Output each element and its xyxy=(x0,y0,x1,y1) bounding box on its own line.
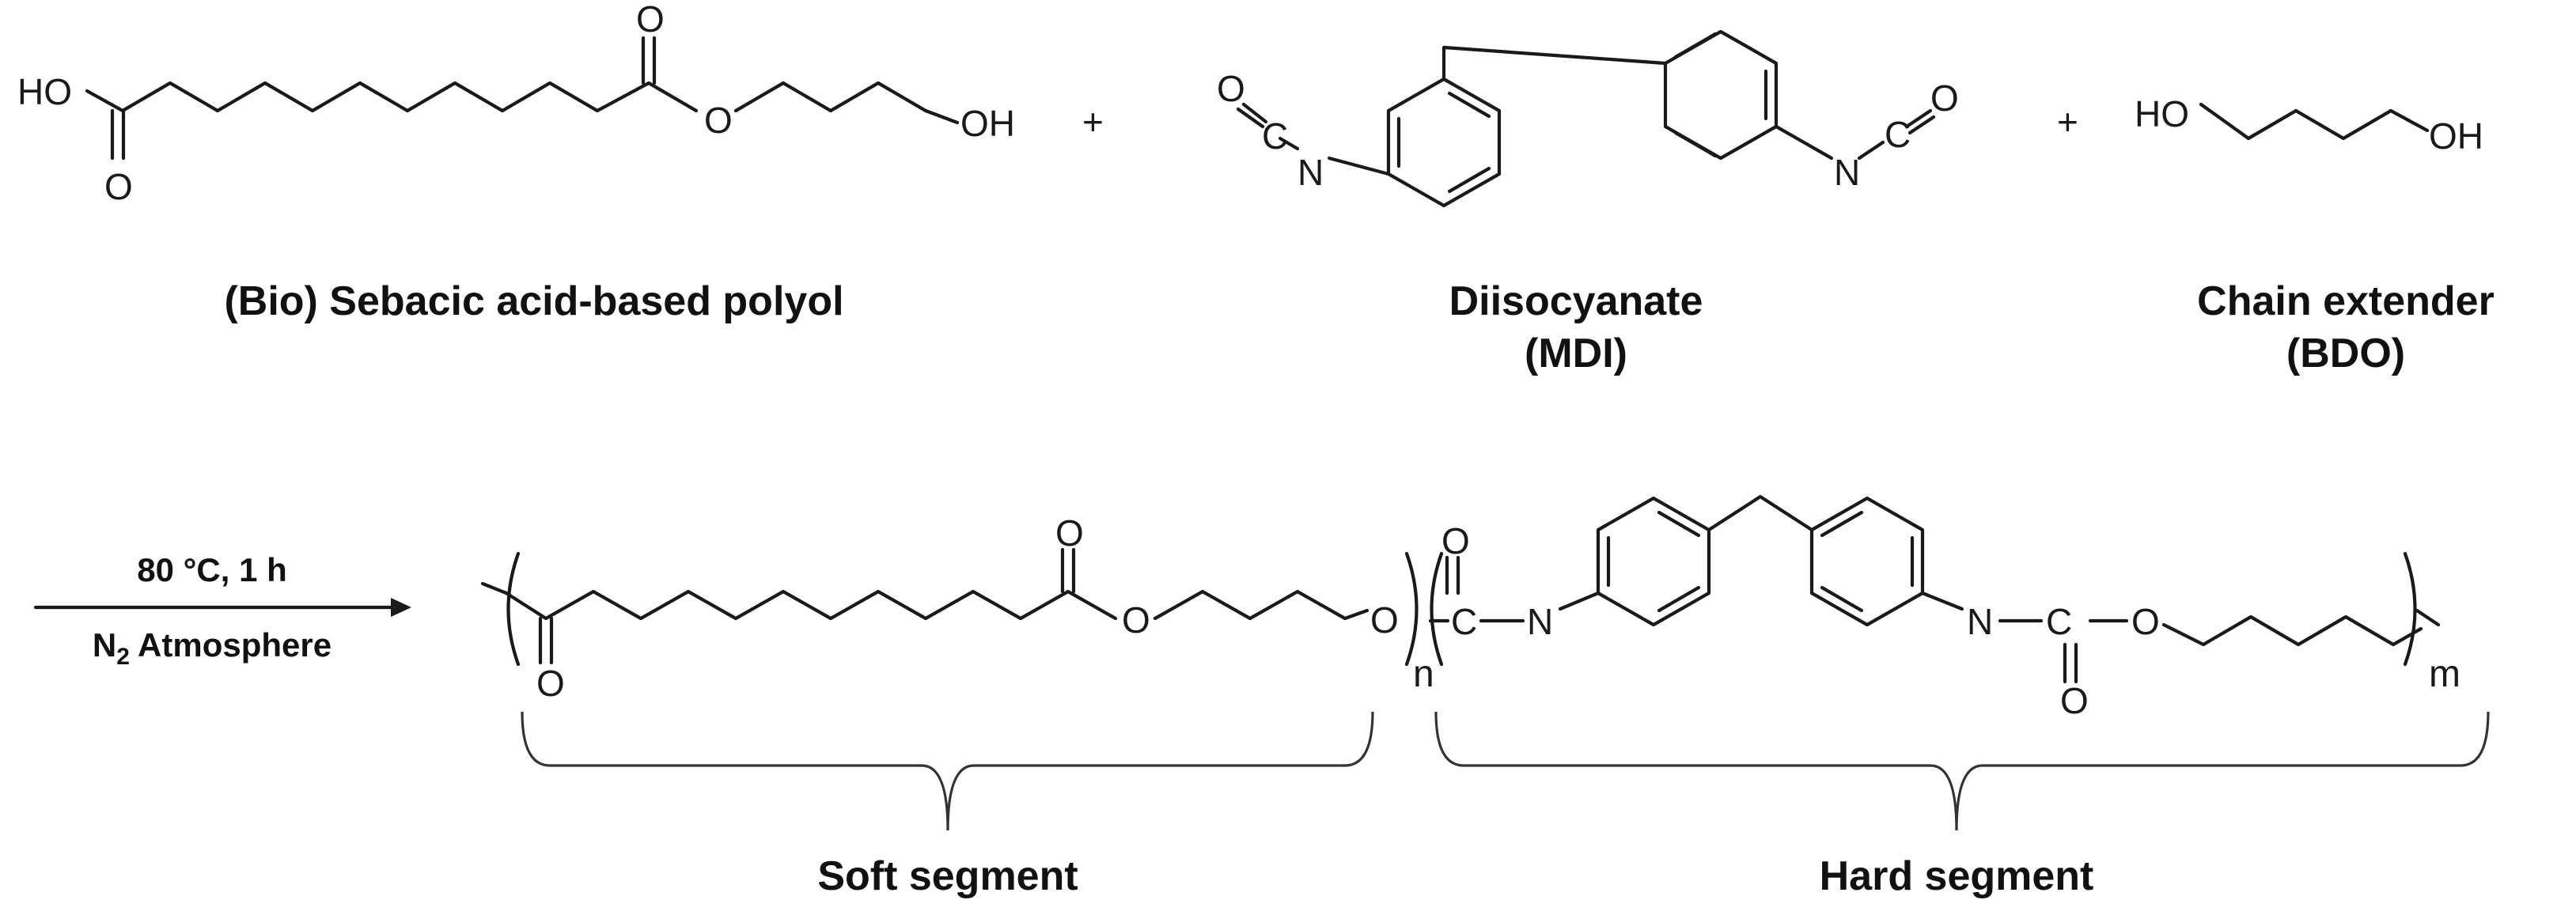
reaction-arrow-head xyxy=(391,598,411,617)
polyol-atom-ho: HO xyxy=(17,71,72,112)
mdi-left-ring-inner-bonds xyxy=(1396,91,1491,194)
soft-carbonyl-double-bond xyxy=(538,616,554,665)
polyol-atom-o-ketone: O xyxy=(636,0,665,40)
polyol-caption: (Bio) Sebacic acid-based polyol xyxy=(224,278,843,324)
mdi-right-isocyanate xyxy=(1774,108,1936,161)
hard-atom-n-right: N xyxy=(1967,601,1993,642)
hard-bdo-chain xyxy=(2161,614,2423,647)
hard-segment-brace xyxy=(1434,711,2490,831)
mdi-right-ring xyxy=(1663,29,1779,161)
mdi-atom-o-left: O xyxy=(1217,68,1245,109)
polyol-atom-o-ester: O xyxy=(704,100,733,141)
soft-right-paren xyxy=(1404,551,1419,667)
product-hard-segment: O C N N C O O m xyxy=(1428,494,2460,721)
hard-right-paren xyxy=(2403,551,2417,667)
soft-ester-chain xyxy=(1153,589,1369,621)
product-soft-segment: O O O O n xyxy=(480,512,1434,704)
bdo-chain xyxy=(2199,102,2430,141)
hard-atom-o-top: O xyxy=(1441,520,1470,561)
hard-left-paren xyxy=(1430,551,1444,667)
hard-methylene-bridge xyxy=(1707,494,1814,532)
polyol-ketone-double-bond xyxy=(641,36,657,85)
condition-temperature-time: 80 °C, 1 h xyxy=(137,551,287,588)
soft-start-bond xyxy=(480,581,509,596)
polyol-ester-chain xyxy=(733,81,960,125)
mdi-atom-c-left: C xyxy=(1262,115,1288,157)
soft-subscript-n: n xyxy=(1413,653,1434,695)
soft-left-paren xyxy=(506,551,521,667)
soft-atom-o-ester: O xyxy=(1122,599,1150,641)
polyol-acid-double-bond xyxy=(110,108,126,161)
hard-atom-c-left: C xyxy=(1451,601,1477,642)
bdo-caption: Chain extender xyxy=(2197,278,2495,324)
mdi-atom-n-left: N xyxy=(1297,152,1324,193)
mdi-atom-c-right: C xyxy=(1885,114,1911,155)
polyol-structure: HO O O O OH xyxy=(17,0,1015,207)
mdi-atom-o-right: O xyxy=(1930,78,1959,119)
bdo-structure: HO OH xyxy=(2135,93,2483,157)
hard-right-ring xyxy=(1809,496,1925,627)
condition-atmosphere: N2 Atmosphere xyxy=(93,626,331,670)
soft-atom-o-end: O xyxy=(1370,599,1399,641)
hard-atom-c-right: C xyxy=(2046,601,2072,642)
bdo-abbreviation: (BDO) xyxy=(2286,331,2405,376)
hard-atom-o-chain: O xyxy=(2131,601,2160,642)
hard-ring-to-n-right xyxy=(1920,591,1964,611)
soft-atom-o-ketone: O xyxy=(1055,512,1084,554)
hard-subscript-m: m xyxy=(2429,653,2460,695)
hard-n-to-ring-left xyxy=(1558,591,1601,611)
hard-end-bond xyxy=(2415,608,2441,627)
hard-atom-n-left: N xyxy=(1527,601,1553,642)
polyol-zigzag-backbone xyxy=(85,81,699,113)
mdi-methylene-bridge xyxy=(1441,45,1668,81)
hard-right-ring-inner-bonds xyxy=(1820,510,1915,613)
mdi-left-isocyanate xyxy=(1236,102,1391,176)
soft-segment-brace xyxy=(521,711,1374,831)
hard-atom-o-bottom: O xyxy=(2060,680,2089,721)
bdo-atom-oh: OH xyxy=(2429,115,2483,157)
hard-left-ring xyxy=(1596,496,1711,627)
polyol-atom-o-acid: O xyxy=(104,166,133,207)
soft-backbone xyxy=(504,589,1118,621)
hard-carbonyl-right-double-bond xyxy=(2063,642,2078,684)
polyol-atom-oh: OH xyxy=(960,103,1015,144)
plus-sign-1: + xyxy=(1082,101,1104,142)
soft-ketone-double-bond xyxy=(1060,547,1076,594)
mdi-left-ring xyxy=(1386,77,1502,208)
reaction-conditions: 80 °C, 1 h N2 Atmosphere xyxy=(33,551,411,670)
mdi-abbreviation: (MDI) xyxy=(1525,331,1627,376)
plus-sign-2: + xyxy=(2057,101,2078,142)
soft-segment-label: Soft segment xyxy=(817,853,1078,899)
bdo-atom-ho: HO xyxy=(2135,93,2189,134)
mdi-structure: O C N N C O xyxy=(1217,29,1959,208)
hard-left-ring-inner-bonds xyxy=(1606,510,1701,613)
mdi-caption: Diisocyanate xyxy=(1449,278,1703,324)
hard-segment-label: Hard segment xyxy=(1820,853,2094,899)
mdi-right-ring-inner-bonds xyxy=(1673,32,1768,158)
soft-atom-o-carbonyl: O xyxy=(536,663,565,704)
mdi-atom-n-right: N xyxy=(1834,152,1860,193)
hard-carbonyl-left-double-bond xyxy=(1445,555,1460,596)
